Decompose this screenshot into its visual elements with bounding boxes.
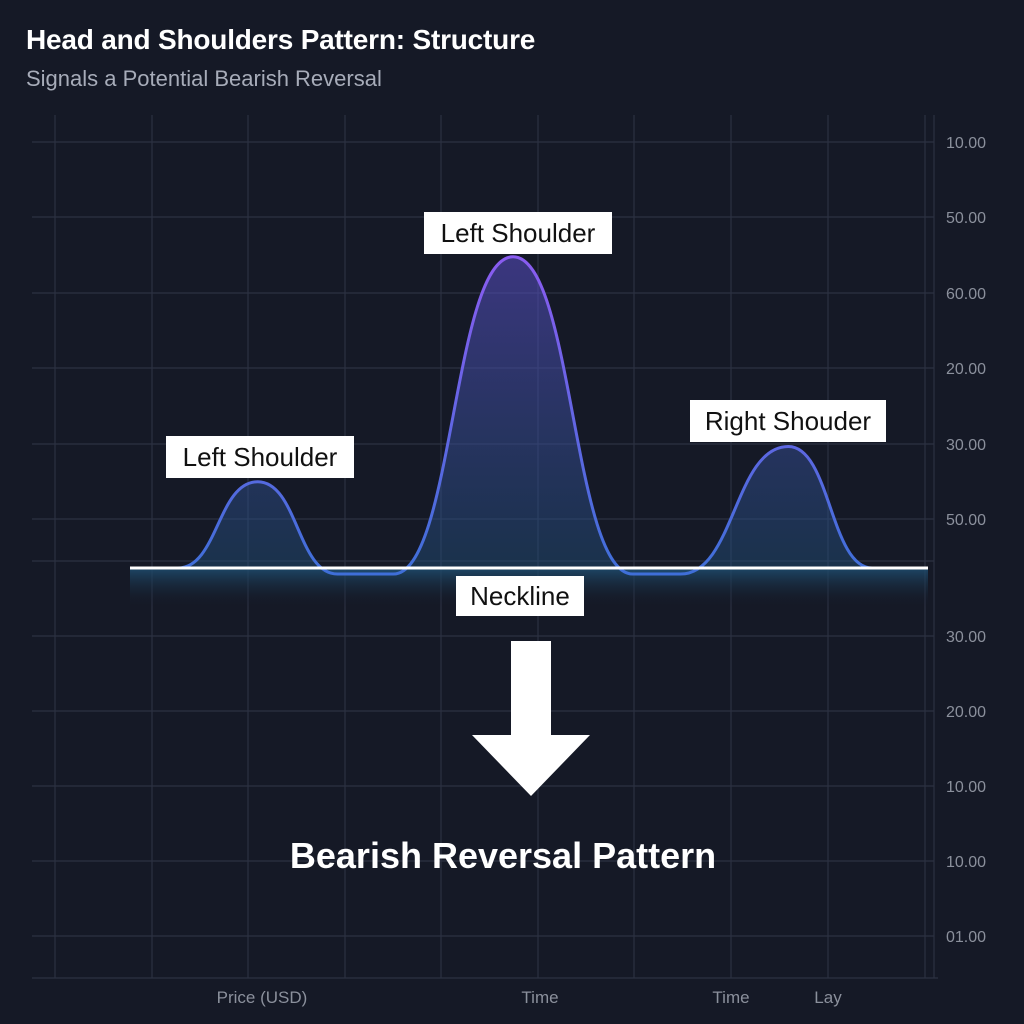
head-label-text: Left Shoulder — [441, 218, 596, 248]
left-shoulder-label-text: Left Shoulder — [183, 442, 338, 472]
axis-ticks: 10.00 50.00 60.00 20.00 30.00 50.00 30.00 20.00… — [217, 135, 986, 1007]
x-tick-label: Time — [712, 988, 749, 1007]
x-tick-label: Time — [521, 988, 558, 1007]
y-tick-label: 30.00 — [946, 629, 986, 646]
down-arrow-icon — [472, 641, 590, 796]
right-shoulder-label: Right Shouder — [690, 400, 886, 442]
head-label-box — [424, 212, 612, 254]
x-tick-label: Price (USD) — [217, 988, 308, 1007]
pattern-fill — [130, 256, 928, 574]
neckline-label: Neckline — [456, 576, 584, 616]
neckline-label-text: Neckline — [470, 581, 570, 611]
neckline-label-box — [456, 576, 584, 616]
left-shoulder-label: Left Shoulder — [166, 436, 354, 478]
verdict-label: Bearish Reversal Pattern — [290, 835, 716, 876]
y-tick-label: 50.00 — [946, 210, 986, 227]
y-tick-label: 50.00 — [946, 512, 986, 529]
y-tick-label: 01.00 — [946, 929, 986, 946]
pattern-area — [130, 255, 928, 608]
chart-title: Head and Shoulders Pattern: Structure — [26, 24, 536, 55]
head-label: Left Shoulder — [424, 212, 612, 254]
y-tick-label: 20.00 — [946, 704, 986, 721]
chart-subtitle: Signals a Potential Bearish Reversal — [26, 66, 382, 91]
x-tick-label: Lay — [814, 988, 842, 1007]
y-tick-label: 10.00 — [946, 135, 986, 152]
y-tick-label: 30.00 — [946, 437, 986, 454]
y-tick-label: 10.00 — [946, 854, 986, 871]
y-tick-label: 10.00 — [946, 779, 986, 796]
y-tick-label: 20.00 — [946, 361, 986, 378]
left-shoulder-label-box — [166, 436, 354, 478]
right-shoulder-label-text: Right Shouder — [705, 406, 872, 436]
right-shoulder-label-box — [690, 400, 886, 442]
y-tick-label: 60.00 — [946, 286, 986, 303]
price-line — [130, 255, 928, 576]
